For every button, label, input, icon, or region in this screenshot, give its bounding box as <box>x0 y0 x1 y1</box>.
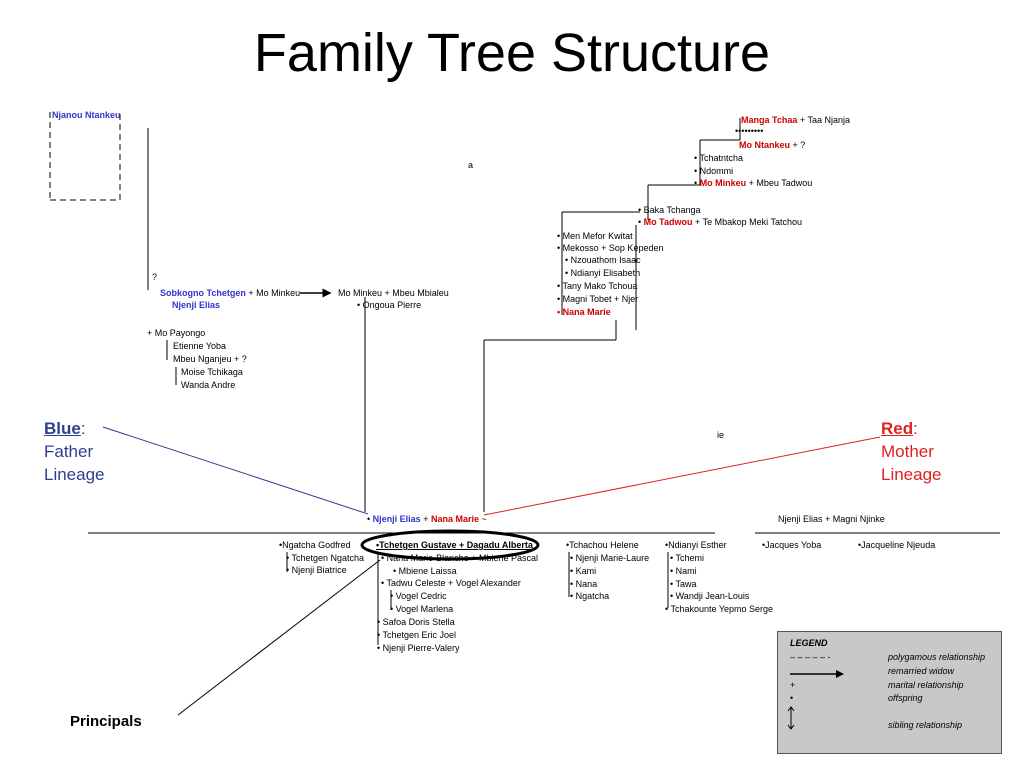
person-mo-minkeu: Mo Minkeu <box>699 178 747 188</box>
person-sobkogno-tchetgen: Sobkogno Tchetgen <box>160 288 246 298</box>
person-mbeu-nganjeu: Mbeu Nganjeu + ? <box>173 354 247 364</box>
person-safoa-doris-stella: • Safoa Doris Stella <box>377 617 455 627</box>
legend-label-sibling: sibling relationship <box>888 720 963 730</box>
person-jacques-yoba: •Jacques Yoba <box>762 540 822 550</box>
legend-sibling-icon <box>787 706 795 730</box>
person-tchachou-helene: •Tchachou Helene <box>566 540 639 550</box>
person-njenji-elias-origin: Njenji Elias <box>172 300 221 310</box>
person-baka-tchanga: • Baka Tchanga <box>638 205 701 215</box>
stray-mark: ie <box>717 430 725 440</box>
person-tchakounte-yepmo-serge: • Tchakounte Yepmo Serge <box>665 604 774 614</box>
person-etienne-yoba: Etienne Yoba <box>173 341 227 351</box>
mother-lineage-label: Red: Mother Lineage <box>881 419 942 484</box>
person-men-mefor-kwitat: • Men Mefor Kwitat <box>557 231 633 241</box>
blue-pointer-line <box>102 426 369 515</box>
page-title: Family Tree Structure <box>253 23 771 83</box>
person-moise-tchikaga: Moise Tchikaga <box>181 367 243 377</box>
spouse-text: + ? <box>790 140 806 150</box>
stray-mark: a <box>468 160 474 170</box>
person-wanda-andre: Wanda Andre <box>181 380 236 390</box>
couple-mo-minkeu-mbialeu: Mo Minkeu + Mbeu Mbialeu <box>338 288 449 298</box>
dotted-marker: ••••••••• <box>735 126 764 136</box>
father-lineage-label: Blue: Father Lineage <box>44 419 105 484</box>
legend-arrow-icon <box>790 670 844 678</box>
legend-label-offspring: offspring <box>888 693 923 703</box>
person-jacqueline-njeuda: •Jacqueline Njeuda <box>858 540 936 550</box>
spouse-text: + Te Mbakop Meki Tatchou <box>692 217 802 227</box>
person-tchetgen-ngatcha: • Tchetgen Ngatcha <box>286 553 365 563</box>
couple-sobkogno: Sobkogno Tchetgen + Mo Minkeu <box>160 288 300 299</box>
legend-box: LEGEND – – – – – - polygamous relationsh… <box>777 631 1002 754</box>
person-mo-ntankeu: Mo Ntankeu <box>739 140 791 150</box>
person-mbiene-laissa: • Mbiene Laissa <box>393 566 457 576</box>
unknown-parent: ? <box>152 272 158 282</box>
couple-mo-tadwou: • Mo Tadwou + Te Mbakop Meki Tatchou <box>638 217 802 227</box>
spouse-text: + Mbeu Tadwou <box>746 178 813 188</box>
second-marriage: Njenji Elias + Magni Njinke <box>778 514 885 524</box>
person-mo-tadwou: Mo Tadwou <box>643 217 693 227</box>
red-pointer-line <box>483 436 881 516</box>
couple-mekosso: • Mekosso + Sop Kepeden <box>557 243 664 253</box>
legend-title: LEGEND <box>790 638 828 648</box>
person-wandji-jean-louis: • Wandji Jean-Louis <box>670 591 750 601</box>
couple-magni-tobet: • Magni Tobet + Njer <box>557 294 639 304</box>
person-njenji-marie-laure: • Njenji Marie-Laure <box>570 553 650 563</box>
couple-nana-marie-blanche: • Nana Marie-Blanche + Mbiene Pascal <box>381 553 538 563</box>
person-vogel-cedric: • Vogel Cedric <box>390 591 447 601</box>
person-tchatntcha: • Tchatntcha <box>694 153 744 163</box>
person-nana-marie: Nana Marie <box>430 514 479 524</box>
person-tany-mako-tchoua: • Tany Mako Tchoua <box>557 281 638 291</box>
couple-mo-payongo: + Mo Payongo <box>147 328 206 338</box>
couple-mo-minkeu: • Mo Minkeu + Mbeu Tadwou <box>694 178 813 188</box>
legend-symbol-offspring: • <box>790 693 794 703</box>
principals-label: Principals <box>70 713 142 730</box>
person-njenji-pierre-valery: • Njenji Pierre-Valery <box>377 643 460 653</box>
person-ndianyi-esther: •Ndianyi Esther <box>665 540 727 550</box>
legend-symbol-polygamous: – – – – – - <box>790 652 831 662</box>
person-ongoua-pierre: • Ongoua Pierre <box>357 300 422 310</box>
person-ngatcha: • Ngatcha <box>570 591 610 601</box>
person-tchemi: • Tchemi <box>670 553 704 563</box>
person-tawa: • Tawa <box>670 579 697 589</box>
principal-tchetgen-gustave: •Tchetgen Gustave + Dagadu Alberta <box>376 540 533 550</box>
person-njenji-biatrice: • Njenji Biatrice <box>286 565 347 575</box>
person-ngatcha-godfred: •Ngatcha Godfred <box>279 540 351 550</box>
couple-manga-tchaa: Manga Tchaa + Taa Njanja <box>741 115 850 126</box>
spouse-text: + Mo Minkeu <box>245 288 301 298</box>
legend-label-marital: marital relationship <box>888 680 964 690</box>
spouse-text: + Taa Njanja <box>797 115 850 125</box>
legend-label-remarried: remarried widow <box>888 666 955 676</box>
person-nana: • Nana <box>570 579 598 589</box>
person-njanou-ntankeu: Njanou Ntankeu <box>52 110 121 120</box>
couple-mo-ntankeu: Mo Ntankeu + ? <box>739 140 805 151</box>
person-nana-marie-origin: • Nana Marie <box>557 307 611 317</box>
couple-tadwu-celeste: • Tadwu Celeste + Vogel Alexander <box>381 578 521 588</box>
person-nzouathom-isaac: • Nzouathom Isaac <box>565 255 641 265</box>
legend-label-polygamous: polygamous relationship <box>888 652 986 662</box>
person-ndommi: • Ndommi <box>694 166 734 176</box>
person-tchetgen-eric-joel: • Tchetgen Eric Joel <box>377 630 457 640</box>
person-njenji-elias: Njenji Elias <box>372 514 421 524</box>
principals-highlight <box>360 529 540 561</box>
person-ndianyi-elisabeth: • Ndianyi Elisabeth <box>565 268 641 278</box>
person-vogel-marlena: • Vogel Marlena <box>390 604 454 614</box>
person-manga-tchaa: Manga Tchaa <box>741 115 798 125</box>
principals-pointer-line <box>177 559 381 716</box>
central-couple: • Njenji Elias + Nana Marie ~ <box>367 514 487 524</box>
person-nami: • Nami <box>670 566 697 576</box>
legend-symbol-marital: + <box>790 680 796 690</box>
person-kami: • Kami <box>570 566 597 576</box>
